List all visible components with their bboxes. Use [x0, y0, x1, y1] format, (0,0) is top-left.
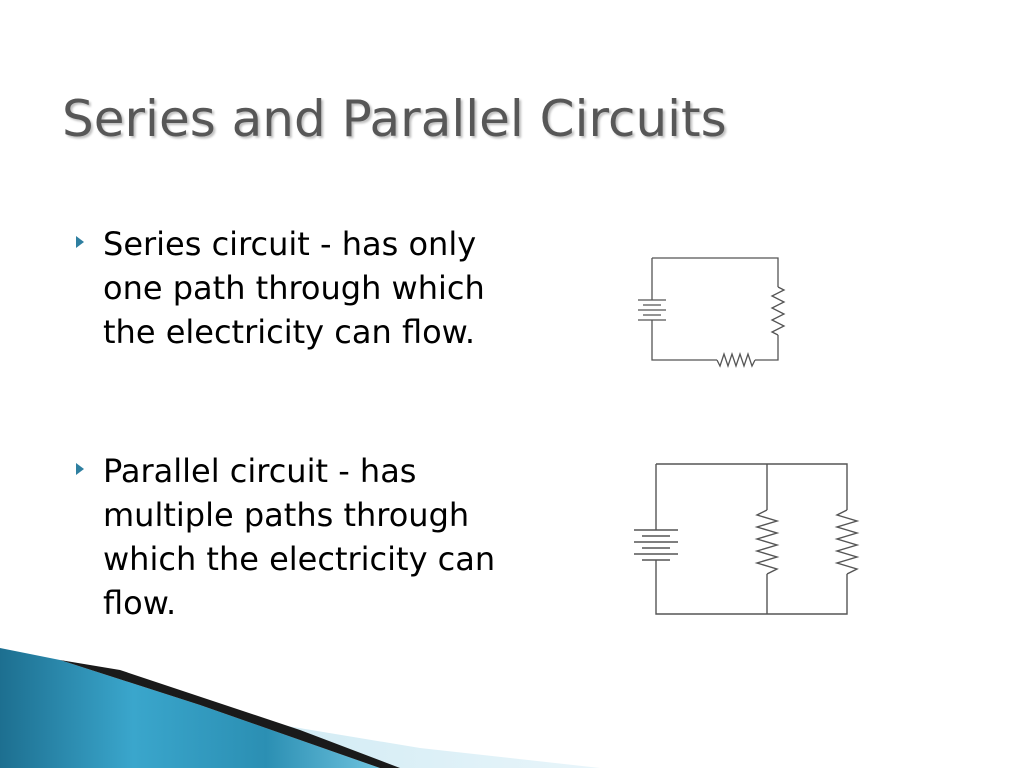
bullet-text-series: Series circuit - has only one path throu… — [103, 225, 485, 351]
triangle-right-icon — [76, 463, 84, 475]
parallel-circuit-icon — [634, 463, 860, 615]
triangle-right-icon — [76, 236, 84, 248]
series-circuit-drawing — [638, 257, 786, 369]
bullet-text-parallel: Parallel circuit - has multiple paths th… — [103, 452, 496, 622]
series-circuit-icon — [638, 257, 786, 369]
slide-title: Series and Parallel Circuits — [62, 90, 727, 148]
parallel-circuit-drawing — [634, 463, 860, 615]
